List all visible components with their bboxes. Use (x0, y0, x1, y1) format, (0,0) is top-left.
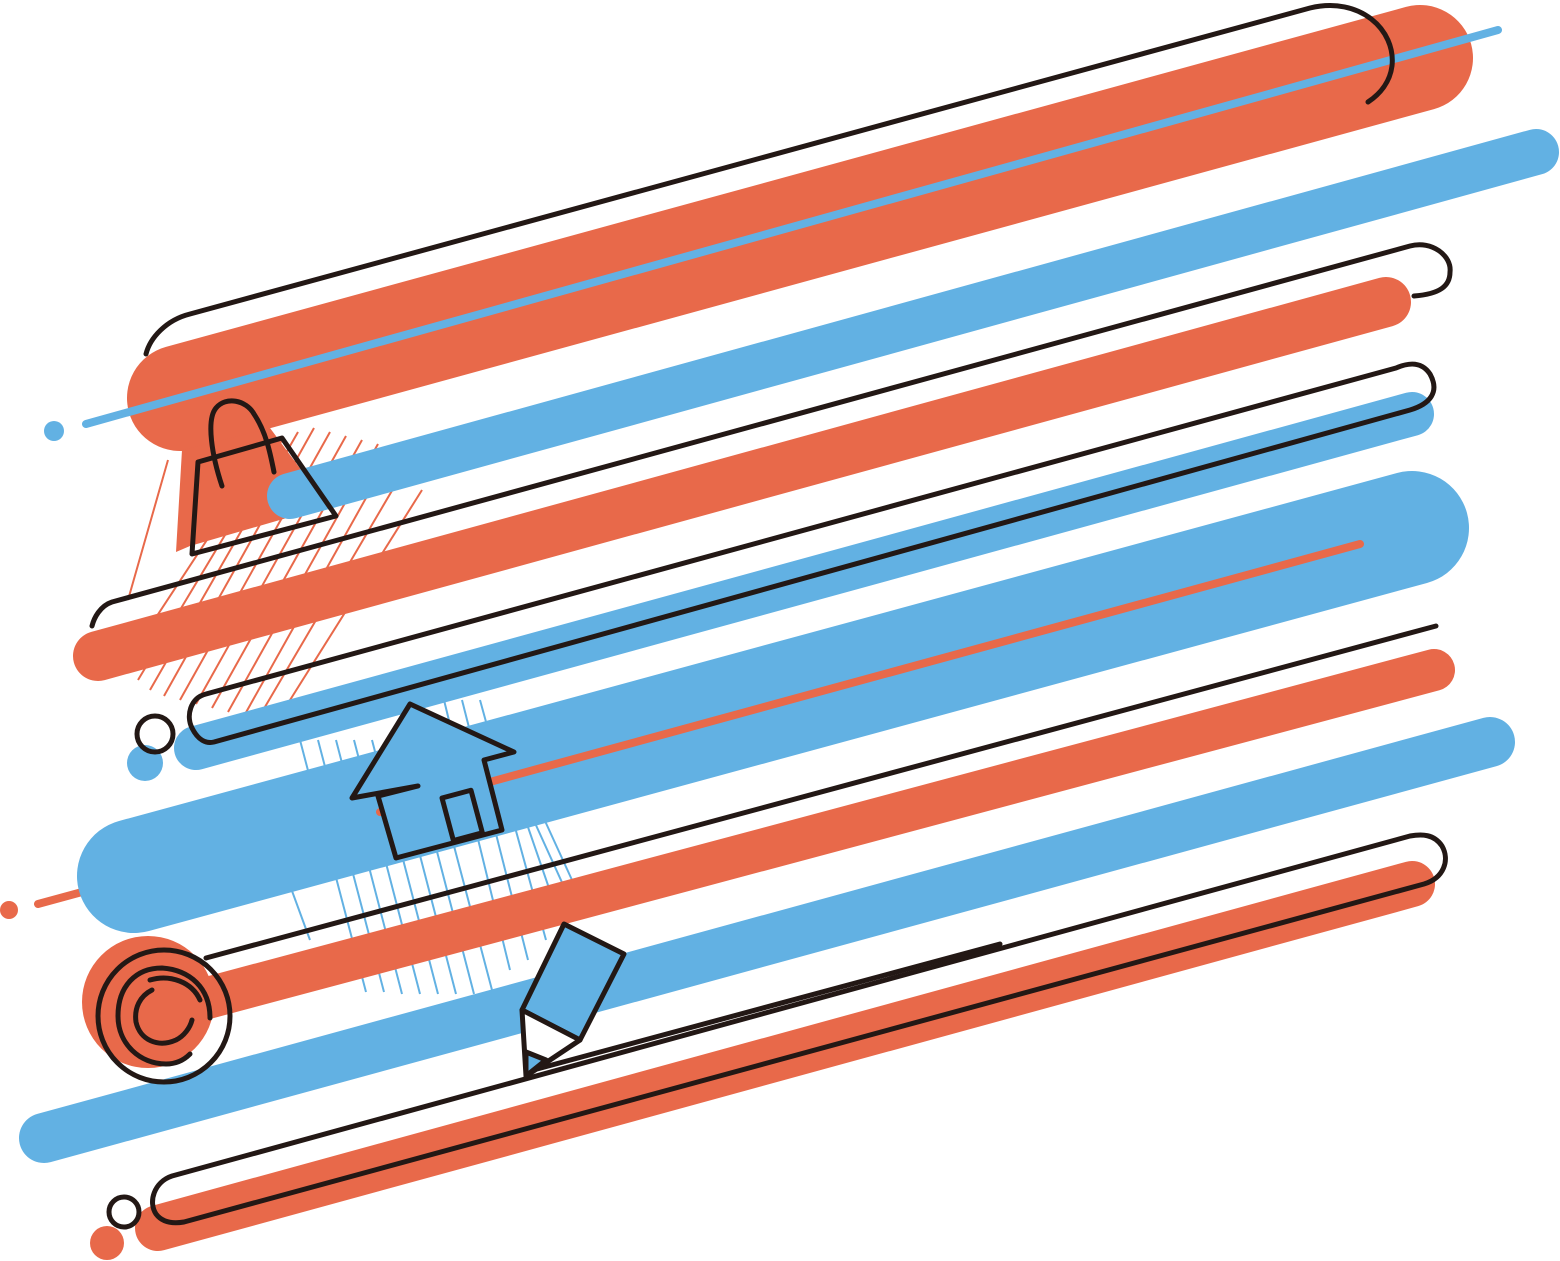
pencil-icon (519, 921, 627, 1079)
home-body (349, 701, 517, 861)
coral-dot-left (0, 901, 18, 919)
shopping-bag-handle (208, 398, 277, 489)
coral-thin-stripe-overlay (376, 540, 1364, 816)
spiral-outer-ring (95, 947, 233, 1085)
ink-pill-5 (150, 832, 1448, 1226)
home-door (439, 787, 485, 844)
coral-dot-bottom (90, 1226, 124, 1260)
spiral-arc-3 (147, 975, 203, 1003)
ink-ring-mid (134, 713, 176, 755)
blue-stripe-4 (19, 717, 1515, 1163)
coral-stripe-2 (73, 277, 1411, 681)
spiral-arc-2 (133, 987, 195, 1046)
coral-stripe-3 (179, 649, 1455, 1021)
ink-pencil-connector (523, 941, 1003, 1075)
ink-pill-3 (186, 361, 1437, 745)
shopping-bag-outline (189, 435, 339, 557)
ink-outlines (89, 3, 1453, 1226)
blue-thin-stripe (82, 26, 1502, 428)
home-icon (349, 701, 517, 861)
ink-outline-2 (89, 242, 1453, 629)
spiral-icon (95, 947, 233, 1085)
ink-ring-bottom (106, 1194, 142, 1230)
blue-stripe-1 (267, 129, 1559, 519)
spiral-arc-1 (115, 965, 213, 1067)
pencil-lead (523, 1049, 549, 1079)
ink-line-4 (203, 623, 1439, 961)
blue-dot-left (44, 421, 64, 441)
shopping-bag-icon (189, 398, 339, 557)
ink-outline-top (143, 3, 1395, 357)
